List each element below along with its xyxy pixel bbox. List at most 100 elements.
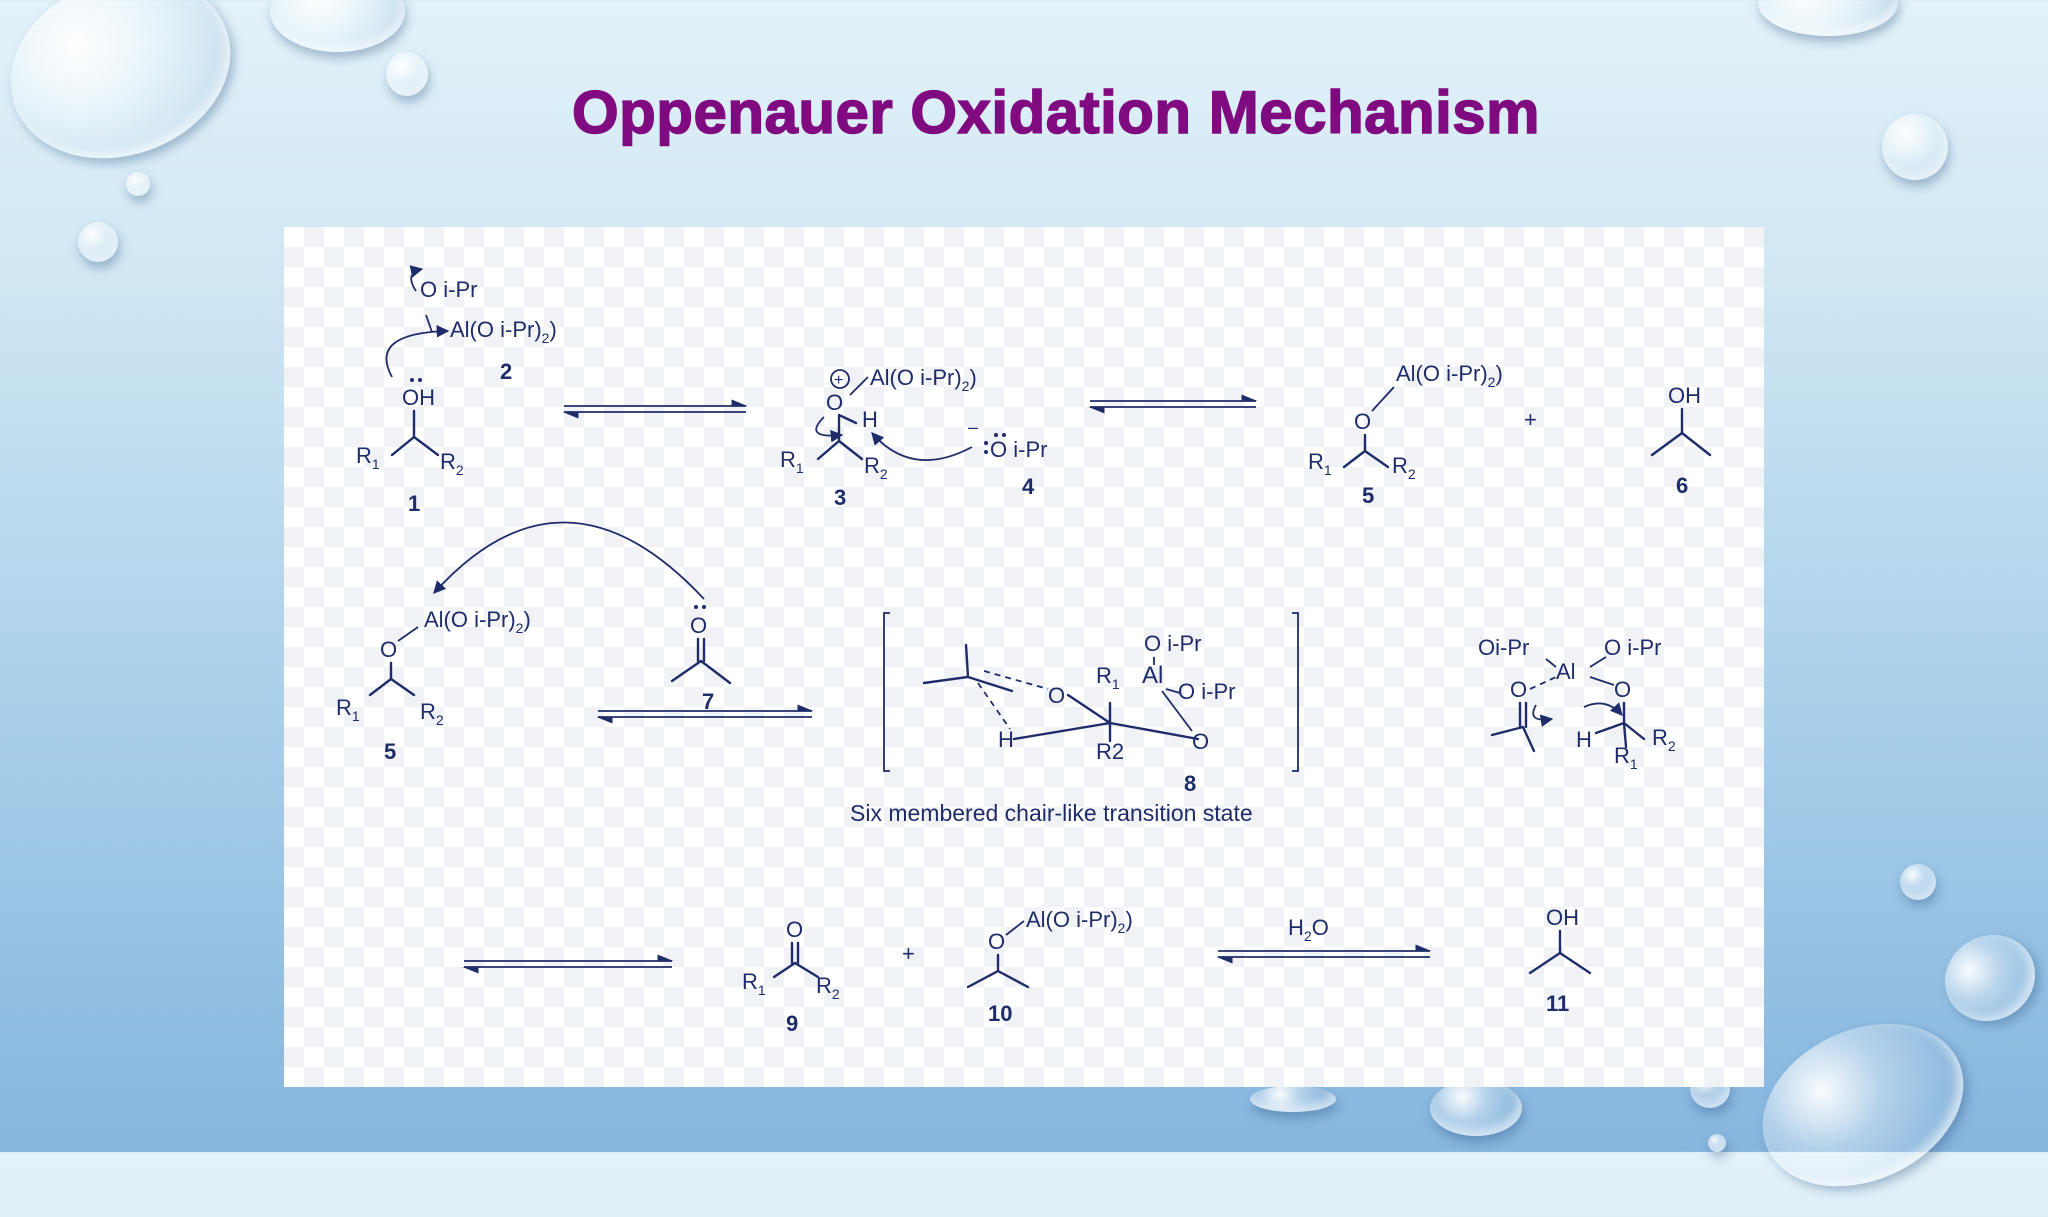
transition-state-8: O H R2 R1 Al O i-Pr O i-Pr O 8 Six membe… [850,612,1299,826]
compound-10: O Al(O i-Pr)2) 10 [966,907,1133,1026]
al-oipr2-label: Al(O i-Pr)2) [424,607,531,636]
al-oipr2-label: Al(O i-Pr)2) [870,365,977,394]
bond-line [1161,688,1193,732]
slide-title: Oppenauer Oxidation Mechanism [571,78,1541,147]
compound-7: O 7 [670,605,732,714]
bond-line [670,637,732,685]
al-oipr2-label: Al(O i-Pr)2) [1026,907,1133,936]
bond-line [1545,656,1607,668]
o-ipr-label: O i-Pr [420,277,477,302]
o-label: O [690,613,707,638]
lone-pair-dot [418,378,422,382]
h2o-label: H2O [1288,915,1329,944]
hydrolysis-arrow: H2O [1216,915,1432,964]
curved-arrow-icon [871,432,973,461]
r2-label: R2 [864,453,888,482]
dashed-bond [1529,676,1557,690]
bracket-left [883,612,890,772]
oi-pr-label: Oi-Pr [1478,635,1529,660]
compound-number: 3 [834,485,846,510]
bond-line [816,413,864,461]
r1-label: R1 [1096,663,1120,692]
r2-label: R2 [420,699,444,728]
water-drop-decoration [1736,992,1990,1217]
o-label: O [826,390,843,415]
minus-charge: – [968,417,978,437]
compound-number: 1 [408,491,420,516]
o-label: O [1192,729,1209,754]
compound-number: 11 [1546,991,1569,1016]
water-drop-decoration [1708,1134,1726,1152]
r1-label: R1 [780,447,804,476]
equilibrium-arrow [1088,394,1258,414]
o-label: O [988,929,1005,954]
o-label: O [380,637,397,662]
bond-line [1650,407,1712,457]
o-ipr-label: O i-Pr [990,437,1047,462]
compound-number: 9 [786,1011,798,1036]
compound-number: 5 [384,739,396,764]
water-drop-decoration [1929,918,2048,1038]
o-ipr-label: O i-Pr [1144,631,1201,656]
plus-charge-icon [830,369,850,389]
r2-label: R2 [440,449,464,478]
al-oipr2-label: Al(O i-Pr)2) [1396,361,1503,390]
curved-arrow-icon [433,521,705,600]
curved-arrow-icon [409,265,424,292]
o-label: O [1354,409,1371,434]
water-drop-decoration [78,222,118,262]
o-label: O [1614,677,1631,702]
bond-line [1342,433,1390,469]
curved-arrow-icon [815,416,844,443]
bond-line [390,409,440,457]
bond-line [1371,386,1395,412]
compound-5: O Al(O i-Pr)2) R1 R2 5 [336,607,531,764]
compound-number: 7 [702,689,714,714]
curved-arrow-icon [1532,704,1554,727]
r2-label: R2 [1096,739,1124,764]
oh-label: OH [402,385,435,410]
cyclic-intermediate: Oi-Pr O i-Pr Al O O H R1 R2 [1478,635,1676,772]
curved-arrow-icon [1583,702,1623,716]
plus-sign: + [1524,407,1537,432]
curved-arrow-icon [385,324,450,378]
equilibrium-arrow [562,399,748,419]
h-label: H [1576,727,1592,752]
al-oipr2-label: Al(O i-Pr)2) [450,317,557,346]
mechanism-diagram: O i-Pr Al(O i-Pr)2) 2 OH R1 R2 1 + O Al(… [284,227,1764,1087]
bond-line [1012,693,1200,743]
water-drop-decoration [1882,114,1948,180]
compound-number: 8 [1184,771,1196,796]
compound-6: OH 6 [1650,383,1712,498]
h-label: H [862,407,878,432]
bond-line [849,376,869,396]
oh-label: OH [1546,905,1579,930]
bracket-right [1292,612,1299,772]
water-drop-decoration [270,0,405,52]
r1-label: R1 [336,695,360,724]
bond-line [1490,701,1646,753]
r1-label: R1 [1308,449,1332,478]
o-ipr-label: O i-Pr [1604,635,1661,660]
bond-line [1005,920,1025,936]
water-drop-decoration [1250,1086,1336,1112]
dashed-bond [977,670,1049,730]
water-drop-decoration [1900,864,1936,900]
r2-label: R2 [1392,453,1416,482]
water-drop-decoration [386,52,428,96]
o-label: O [1048,683,1065,708]
compound-2: O i-Pr Al(O i-Pr)2) 2 [409,265,557,384]
compound-1: OH R1 R2 1 [356,378,464,516]
compound-number: 5 [1362,483,1374,508]
r2-label: R2 [816,973,840,1002]
equilibrium-arrow [596,704,814,724]
compound-number: 6 [1676,473,1688,498]
h-label: H [998,727,1014,752]
bond-line [397,626,419,642]
r2-label: R2 [1652,725,1676,754]
compound-number: 2 [500,359,512,384]
compound-9: O R1 R2 9 [742,917,840,1036]
bond-line [1589,676,1615,686]
compound-11: OH 11 [1528,905,1592,1016]
compound-number: 4 [1022,474,1035,499]
